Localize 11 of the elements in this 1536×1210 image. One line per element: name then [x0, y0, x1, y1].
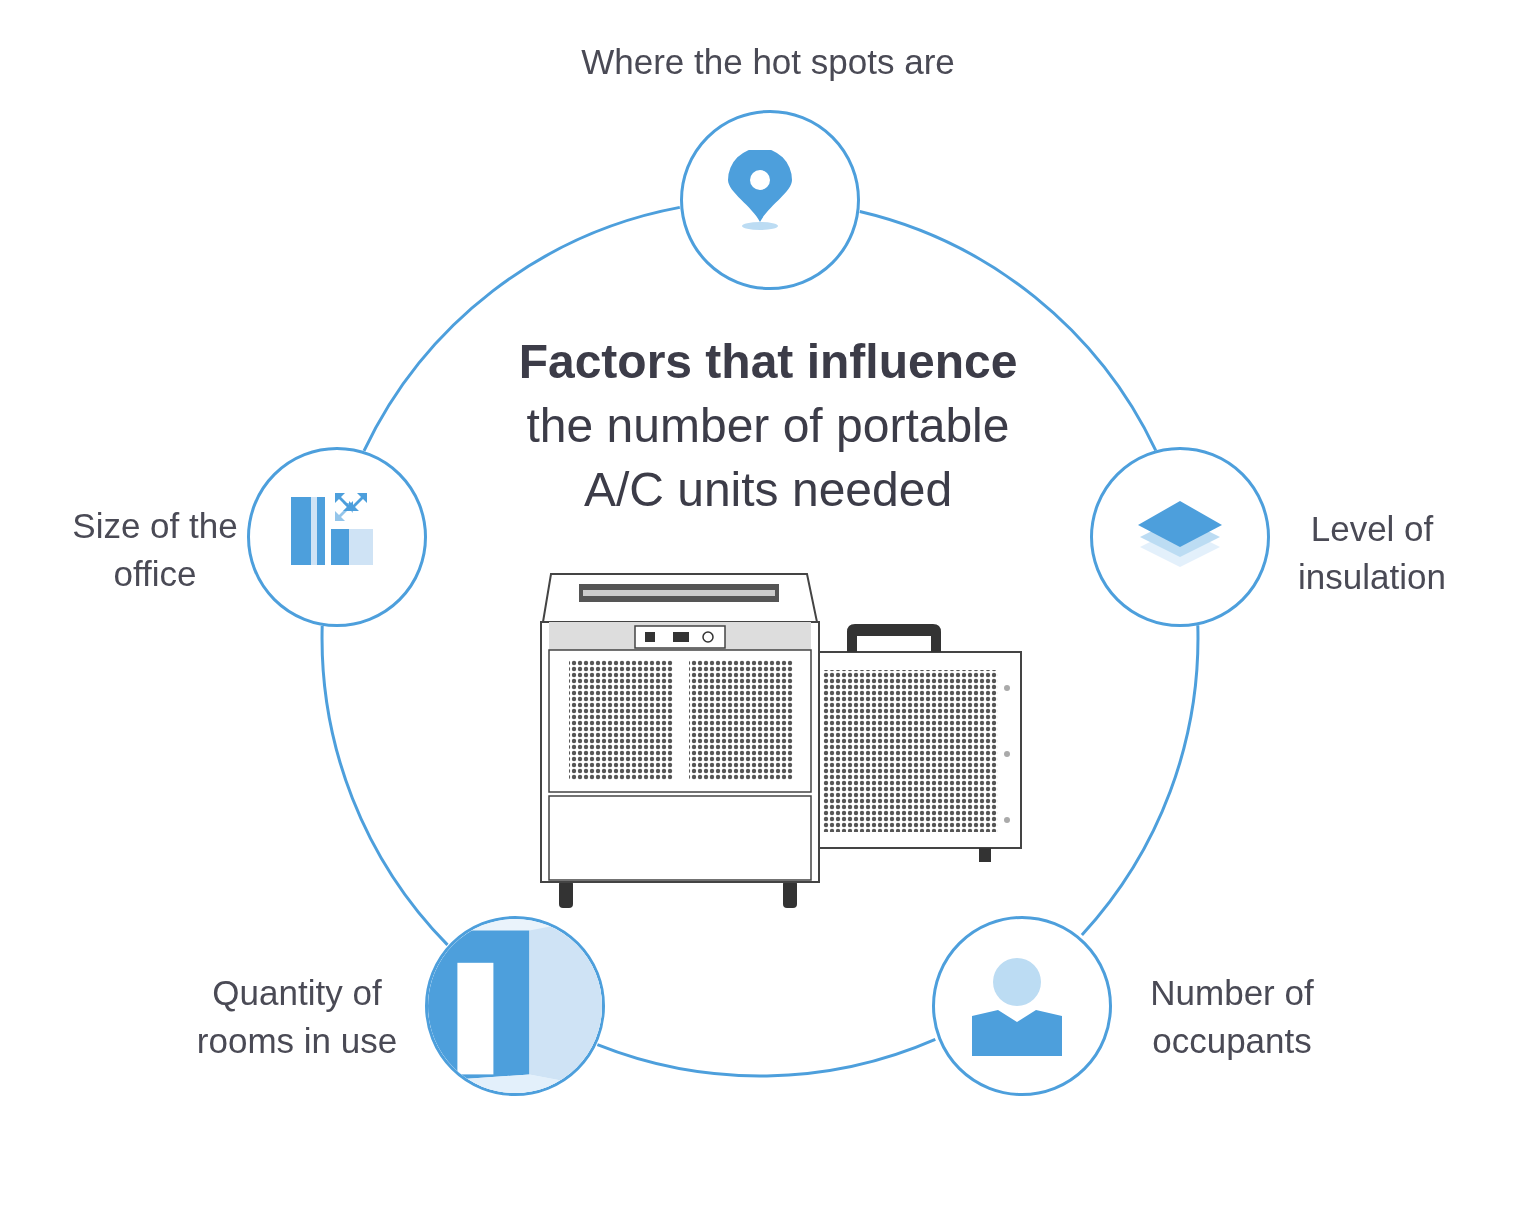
factor-label: Size of the office	[71, 505, 239, 595]
factor-label: Number of occupants	[1149, 972, 1315, 1062]
factor-label: Level of insulation	[1297, 508, 1447, 598]
connector-arc	[320, 625, 449, 946]
connector-arc	[1080, 625, 1200, 936]
heading: Factors that influence the number of portable A/C units needed	[517, 334, 1019, 518]
connector-arc	[596, 1038, 936, 1078]
factor-label: Quantity of rooms in use	[195, 972, 399, 1062]
factor-label: Where the hot spots are	[580, 41, 956, 83]
connector-arc	[362, 205, 681, 452]
connector-arc	[859, 210, 1157, 452]
